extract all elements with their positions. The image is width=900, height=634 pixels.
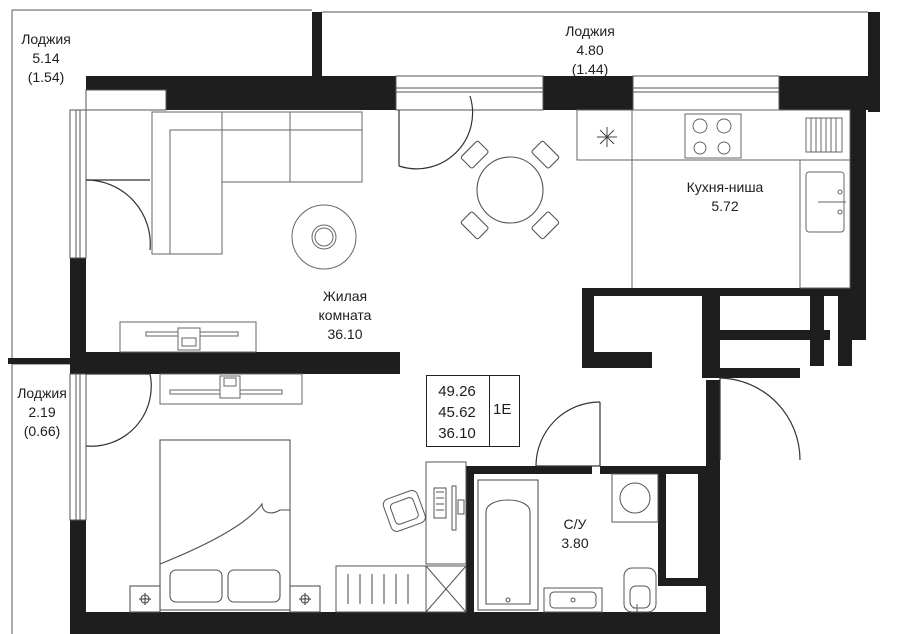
label-loggia-left-bottom: Лоджия 2.19 (0.66) <box>2 384 82 441</box>
loggia-left-top-reduced: (1.54) <box>27 69 65 85</box>
kitchen-area: 5.72 <box>711 198 739 214</box>
washing-machine <box>611 473 659 523</box>
kitchen-counter <box>576 109 851 289</box>
coffee-table <box>291 204 357 270</box>
bathroom-area: 3.80 <box>561 535 589 551</box>
bed <box>129 439 321 613</box>
windows <box>69 75 780 521</box>
loggia-left-bottom-area: 2.19 <box>28 404 56 420</box>
loggia-top-name: Лоджия <box>565 23 615 39</box>
kitchen-name: Кухня-ниша <box>686 179 764 195</box>
label-loggia-left-top: Лоджия 5.14 (1.54) <box>6 30 86 87</box>
summary-divider <box>489 376 490 446</box>
tv-stand-living <box>119 321 257 353</box>
area-without-loggias: 45.62 <box>438 404 476 421</box>
dining-table <box>460 140 560 240</box>
loggia-left-top-area: 5.14 <box>32 50 60 66</box>
bathtub <box>477 479 539 611</box>
label-living: Жилая комната 36.10 <box>300 287 390 344</box>
area-summary-box: 49.26 45.62 36.10 1Е <box>426 375 520 447</box>
loggia-top-reduced: (1.44) <box>571 61 609 77</box>
radiator <box>335 565 467 613</box>
walls <box>8 12 880 634</box>
living-name-line1: Жилая <box>322 288 368 304</box>
label-bathroom: С/У 3.80 <box>545 515 605 553</box>
loggia-left-bottom-name: Лоджия <box>17 385 67 401</box>
loggia-left-bottom-reduced: (0.66) <box>23 423 61 439</box>
bathroom-name: С/У <box>563 516 587 532</box>
label-kitchen: Кухня-ниша 5.72 <box>670 178 780 216</box>
loggia-left-top-name: Лоджия <box>21 31 71 47</box>
apartment-code: 1Е <box>493 401 512 418</box>
living-area-summary: 36.10 <box>438 425 476 442</box>
living-name-line2: комната <box>318 307 372 323</box>
label-loggia-top: Лоджия 4.80 (1.44) <box>550 22 630 79</box>
sink <box>543 587 603 613</box>
total-area: 49.26 <box>438 383 476 400</box>
sofa <box>151 111 363 255</box>
loggia-top-area: 4.80 <box>576 42 604 58</box>
area-summary-values: 49.26 45.62 36.10 <box>430 381 484 444</box>
toilet <box>623 567 657 613</box>
desk <box>382 461 467 565</box>
living-area: 36.10 <box>327 326 363 342</box>
doors <box>85 95 801 467</box>
tv-stand-bedroom <box>159 373 303 405</box>
